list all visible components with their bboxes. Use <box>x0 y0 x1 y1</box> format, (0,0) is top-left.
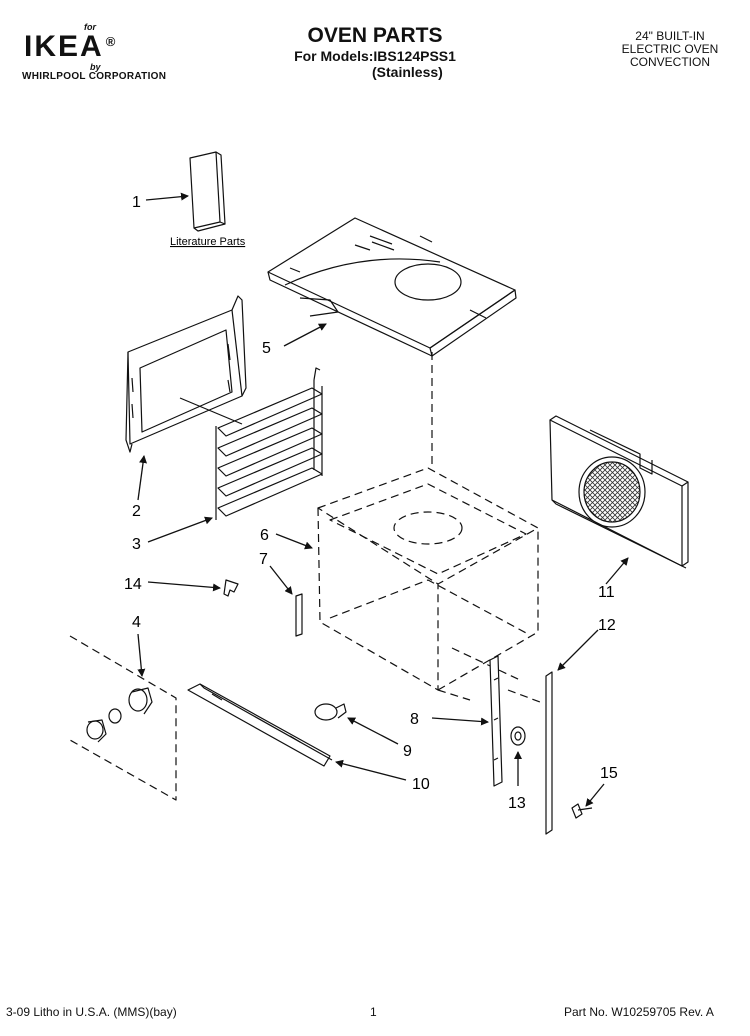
footer-litho: 3-09 Litho in U.S.A. (MMS)(bay) <box>6 1005 177 1019</box>
product-line-1: 24" BUILT-IN <box>635 29 705 43</box>
brand-for-text: for <box>84 22 96 32</box>
convection-fan-panel <box>549 415 689 569</box>
model-finish: (Stainless) <box>372 64 443 80</box>
callout-4: 4 <box>132 614 141 631</box>
product-line-3: CONVECTION <box>629 55 710 69</box>
rack-clip <box>223 579 239 597</box>
callout-numbers: 1 2 3 4 5 6 7 8 9 10 11 12 13 14 15 <box>124 194 618 812</box>
oven-cavity-outline <box>317 352 541 703</box>
product-description: 24" BUILT-IN ELECTRIC OVEN CONVECTION <box>600 30 740 69</box>
knob-group <box>69 635 177 801</box>
spacer-ring <box>510 726 526 746</box>
literature-parts-label: Literature Parts <box>170 236 246 248</box>
brand-by-text: by <box>90 62 101 72</box>
footer-page-number: 1 <box>370 1005 377 1019</box>
leader-lines <box>137 192 629 807</box>
product-line-2: ELECTRIC OVEN <box>621 42 719 56</box>
callout-7: 7 <box>259 551 268 568</box>
callout-14: 14 <box>124 576 142 593</box>
callout-1: 1 <box>132 194 141 211</box>
callout-5: 5 <box>262 340 271 357</box>
callout-13: 13 <box>508 795 526 812</box>
page-title: OVEN PARTS <box>307 24 443 47</box>
footer-part-number: Part No. W10259705 Rev. A <box>564 1005 714 1019</box>
lower-channel <box>187 683 333 767</box>
literature-booklet <box>189 151 226 232</box>
model-numbers: For Models:IBS124PSS1 <box>294 48 456 64</box>
side-rail <box>489 655 503 787</box>
oven-top-cover <box>267 217 517 357</box>
callout-15: 15 <box>600 765 618 782</box>
callout-3: 3 <box>132 536 141 553</box>
long-trim-strip <box>545 671 553 835</box>
registered-mark: ® <box>105 34 118 49</box>
latch-knob <box>314 703 347 721</box>
callout-2: 2 <box>132 503 141 520</box>
oven-frame <box>125 295 247 453</box>
callout-11: 11 <box>598 584 615 601</box>
callout-12: 12 <box>598 617 616 634</box>
callout-10: 10 <box>412 776 430 793</box>
callout-8: 8 <box>410 711 419 728</box>
ikea-logo: IKEA® <box>24 30 117 64</box>
ikea-wordmark: IKEA <box>24 30 104 63</box>
oven-rack-assembly <box>215 367 323 520</box>
brand-company: WHIRLPOOL CORPORATION <box>22 71 167 82</box>
side-trim-strip <box>295 593 303 637</box>
callout-9: 9 <box>403 743 412 760</box>
screw <box>571 803 593 819</box>
callout-6: 6 <box>260 527 269 544</box>
